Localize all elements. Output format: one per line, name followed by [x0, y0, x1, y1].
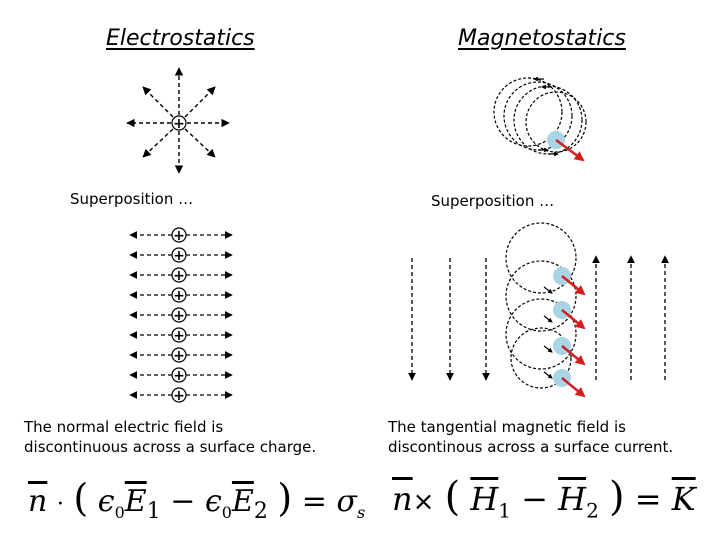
eq-equals: = [301, 484, 327, 519]
electro-caption-line1: The normal electric field is [24, 418, 224, 436]
surface-charge-symbol: + [173, 348, 185, 364]
sheet-downward-field [408, 258, 490, 381]
eq-rparen: ) [608, 474, 625, 520]
surface-charge-symbol: + [173, 388, 185, 404]
current-arrow [555, 138, 585, 162]
eq-normal-vector: n [392, 480, 413, 518]
surface-charge-symbol: + [173, 288, 185, 304]
surface-charge [171, 307, 187, 323]
eq-lparen: ( [73, 476, 89, 520]
point-charge-field [126, 67, 230, 174]
eq-sub: s [356, 503, 366, 522]
surface-current-arrow [561, 377, 586, 398]
surface-charge-symbol: + [173, 328, 185, 344]
eq-sub: 0 [221, 503, 232, 522]
eq-sub: 1 [146, 499, 161, 524]
eq-sub: 0 [114, 503, 125, 522]
eq-sub: 2 [253, 499, 268, 524]
eq-dot: · [56, 492, 64, 517]
point-charge-symbol: + [173, 116, 185, 132]
surface-charge-symbol: + [173, 228, 185, 244]
magneto-caption-line2: discontinous across a surface current. [388, 438, 674, 456]
surface-charge [171, 367, 187, 383]
eq-lparen: ( [444, 474, 461, 520]
sheet-field-lines [129, 231, 233, 399]
sheet-current-loops [505, 222, 577, 389]
electro-superposition-label: Superposition … [70, 190, 194, 208]
point-charge [171, 115, 187, 131]
surface-current-arrow [561, 309, 586, 330]
sheet-loop-arrows [543, 286, 553, 379]
eq-sigma: σ [336, 484, 357, 519]
electro-caption: The normal electric field is discontinuo… [24, 417, 316, 457]
eq-h-field: H [470, 480, 499, 518]
sheet-charges: + + + + + + + + + [171, 227, 187, 404]
eq-sub: 2 [586, 498, 599, 523]
magneto-caption: The tangential magnetic field is discont… [388, 417, 673, 457]
surface-charge [171, 227, 187, 243]
electro-caption-line2: discontinuous across a surface charge. [24, 438, 317, 456]
magnetostatics-title: Magnetostatics [458, 26, 626, 51]
electrostatics-title: Electrostatics [106, 26, 255, 51]
single-current-loop-arrows [533, 76, 559, 157]
sheet-currents [553, 267, 586, 398]
sheet-upward-field [592, 255, 669, 380]
surface-current-arrow [561, 345, 586, 366]
eq-epsilon: ϵ [97, 484, 115, 519]
surface-charge [171, 247, 187, 263]
surface-current-arrow [561, 275, 586, 296]
eq-cross: × [412, 487, 435, 517]
eq-normal-vector: n [28, 484, 48, 519]
eq-rparen: ) [277, 476, 293, 520]
surface-charge [171, 347, 187, 363]
magneto-superposition-label: Superposition … [431, 192, 555, 210]
surface-charge [171, 287, 187, 303]
eq-e-field: E [124, 484, 147, 519]
eq-epsilon: ϵ [204, 484, 222, 519]
surface-charge-symbol: + [173, 248, 185, 264]
surface-charge-symbol: + [173, 308, 185, 324]
surface-charge-symbol: + [173, 368, 185, 384]
electro-boundary-equation: n · ( ϵ0E1 − ϵ0E2 ) = σs [28, 476, 365, 524]
eq-h-field: H [558, 480, 587, 518]
surface-charge [171, 327, 187, 343]
magneto-caption-line1: The tangential magnetic field is [388, 418, 626, 436]
eq-sub: 1 [498, 498, 511, 523]
eq-surface-current: K [671, 480, 696, 518]
eq-minus: − [170, 484, 196, 519]
single-current-field [493, 77, 587, 155]
magneto-boundary-equation: n× ( H1 − H2 ) = K [392, 474, 696, 522]
eq-minus: − [521, 480, 548, 518]
eq-equals: = [634, 480, 662, 518]
surface-charge-symbol: + [173, 268, 185, 284]
surface-charge [171, 267, 187, 283]
surface-charge [171, 387, 187, 403]
eq-e-field: E [231, 484, 254, 519]
